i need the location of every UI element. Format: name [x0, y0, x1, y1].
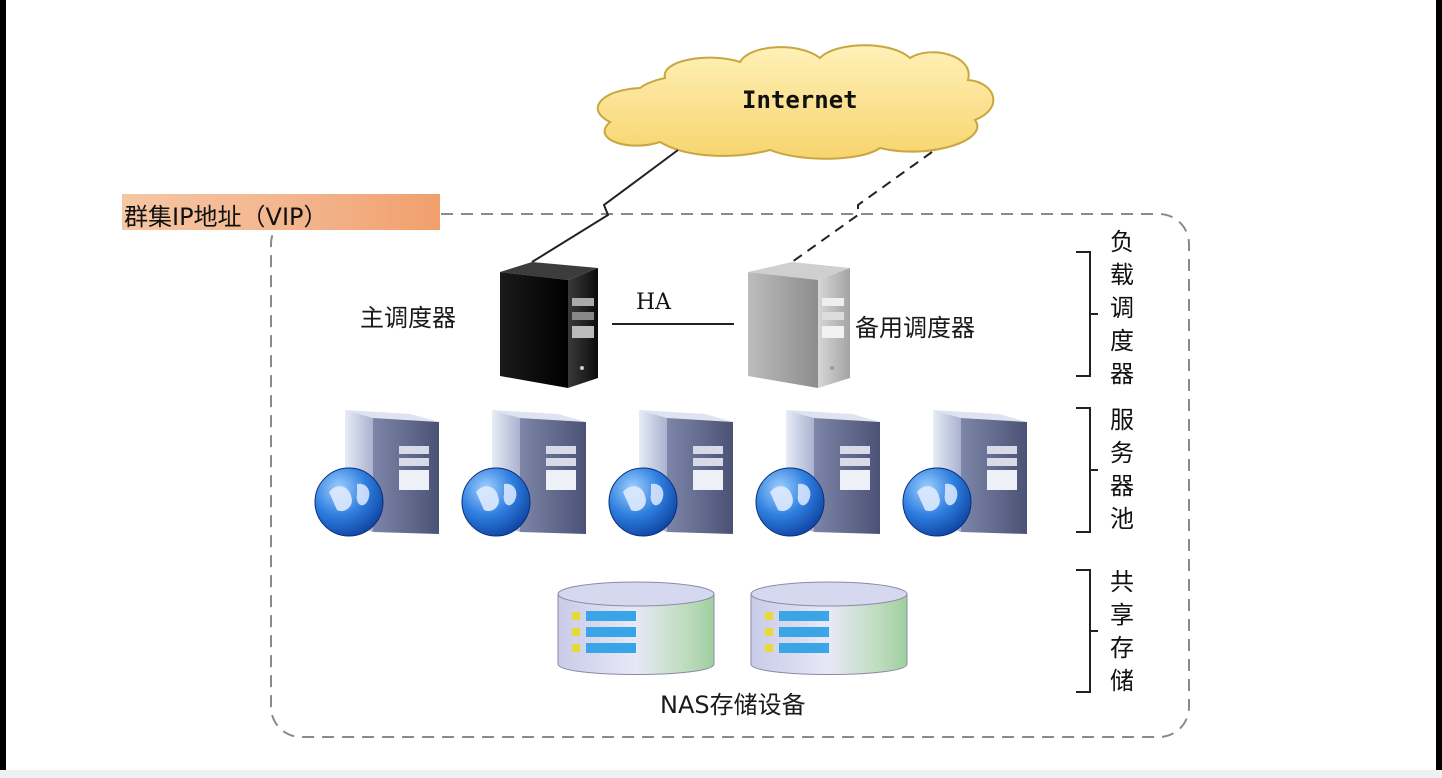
server-pool-row: [314, 410, 1027, 537]
right-edge: [1436, 0, 1442, 778]
nas-storage-icon: [557, 581, 715, 675]
ha-label: HA: [636, 290, 672, 315]
primary-scheduler-label: 主调度器: [360, 304, 456, 332]
internet-label: Internet: [742, 86, 858, 114]
tier-shared-storage-label: 共享存储: [1110, 568, 1134, 695]
tier-server-pool-label: 服务器池: [1110, 406, 1134, 533]
vip-highlight: [122, 194, 440, 230]
web-server-icon: [902, 410, 1027, 537]
nas-storage-icon: [750, 581, 908, 675]
tower-server-icon: [748, 262, 850, 388]
cloud-icon: [596, 44, 995, 160]
left-edge: [0, 0, 6, 778]
tier-bracket: [1076, 407, 1098, 533]
bottom-edge: [0, 770, 1442, 778]
web-server-icon: [461, 410, 586, 537]
tier-load-balancer-label: 负载调度器: [1110, 228, 1134, 388]
tower-server-icon: [500, 262, 598, 388]
vip-label: 群集IP地址（VIP）: [124, 203, 328, 231]
web-server-icon: [755, 410, 880, 537]
backup-scheduler-label: 备用调度器: [855, 314, 975, 342]
web-server-icon: [314, 410, 439, 537]
nas-label: NAS存储设备: [660, 691, 806, 719]
cluster-boundary: [270, 213, 1190, 738]
tier-bracket: [1076, 251, 1098, 377]
internet-to-primary-link: [531, 149, 679, 263]
internet-to-backup-link: [791, 151, 933, 263]
tier-bracket: [1076, 569, 1098, 693]
web-server-icon: [608, 410, 733, 537]
